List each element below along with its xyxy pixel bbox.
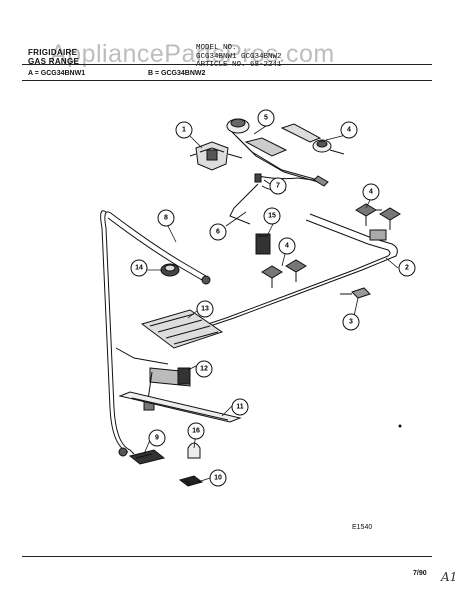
svg-text:5: 5 [264, 115, 268, 122]
svg-text:10: 10 [214, 475, 222, 482]
callout-5: 4 [340, 121, 358, 139]
part-igniter-module [255, 233, 271, 255]
article-number: ARTICLE NO. 68-2241 [196, 61, 282, 69]
svg-text:8: 8 [164, 215, 168, 222]
callout-7: 6 [209, 223, 227, 241]
model-a-label: A = GCG34BNW1 [28, 70, 86, 77]
svg-text:9: 9 [155, 435, 159, 442]
svg-text:16: 16 [192, 428, 200, 435]
callout-3: 3 [342, 313, 360, 331]
part-manifold-pipe [175, 213, 398, 347]
part-valve-upper [355, 203, 401, 230]
top-rule [22, 64, 432, 65]
svg-text:4: 4 [369, 189, 373, 196]
part-bracket [340, 287, 371, 299]
callout-1: 1 [175, 121, 193, 139]
model-b-label: B = GCG34BNW2 [148, 70, 206, 77]
revision-date: 7/90 [413, 570, 427, 577]
part-clip [187, 442, 201, 459]
model-numbers: GCG34BNW1 GCG34BNW2 [196, 52, 282, 61]
svg-text:6: 6 [216, 229, 220, 236]
part-broil-strip [118, 391, 242, 423]
part-orifice-tube [254, 173, 329, 187]
svg-text:1: 1 [182, 127, 186, 134]
callout-4-upper: 4 [362, 183, 380, 201]
svg-text:15: 15 [268, 213, 276, 220]
callout-8: 7 [269, 177, 287, 195]
model-rule [22, 80, 432, 81]
callout-4-lower: 4 [278, 237, 296, 255]
part-igniter-bracket [178, 475, 204, 487]
svg-text:4: 4 [285, 243, 289, 250]
callout-12: 11 [231, 398, 249, 416]
callout-10: 9 [148, 429, 166, 447]
callout-circles: 1 5 4 7 6 15 4 4 2 3 8 14 13 12 11 16 9 … [130, 109, 416, 487]
part-gas-regulator [189, 141, 243, 171]
part-oven-baffle [115, 309, 224, 365]
part-oven-burner [143, 367, 191, 411]
svg-text:12: 12 [200, 366, 208, 373]
callout-15: 14 [130, 259, 148, 277]
brand-header: FRIGIDAIRE GAS RANGE [28, 48, 79, 66]
part-fitting [160, 263, 180, 277]
svg-text:14: 14 [135, 265, 143, 272]
model-header: MODEL NO. GCG34BNW1 GCG34BNW2 ARTICLE NO… [196, 44, 282, 70]
model-label: MODEL NO. [196, 44, 237, 52]
brand-line-1: FRIGIDAIRE [28, 48, 78, 57]
part-oven-gas-tube [100, 210, 211, 457]
svg-text:13: 13 [201, 306, 209, 313]
callout-17: 16 [187, 422, 205, 440]
svg-text:3: 3 [349, 319, 353, 326]
callout-13: 12 [195, 360, 213, 378]
svg-text:11: 11 [236, 404, 244, 411]
diagram-code: E1540 [352, 524, 373, 531]
svg-text:7: 7 [276, 183, 280, 190]
callout-16: 15 [263, 207, 281, 225]
part-burner-right [280, 123, 345, 155]
callout-9: 8 [157, 209, 175, 227]
leader-lines [140, 125, 399, 483]
callout-11: 10 [209, 469, 227, 487]
callout-2: 2 [398, 259, 416, 277]
handwritten-mark: A1 [441, 570, 458, 584]
callout-6: 5 [257, 109, 275, 127]
part-top-burner-assembly [226, 118, 319, 183]
svg-text:4: 4 [347, 127, 351, 134]
brand-line-2: GAS RANGE [28, 57, 80, 66]
callout-14: 13 [196, 300, 214, 318]
stray-dot [398, 424, 402, 428]
bottom-rule [22, 556, 432, 557]
watermark-text: AppliancePartsPros.com [50, 40, 335, 68]
part-valve-lower [261, 259, 307, 288]
svg-text:2: 2 [405, 265, 409, 272]
part-oven-igniter [128, 449, 166, 465]
